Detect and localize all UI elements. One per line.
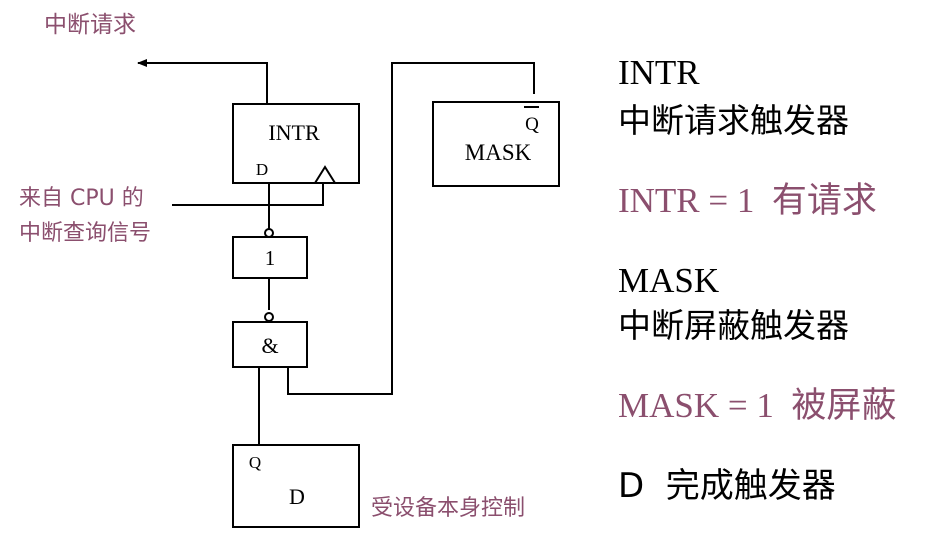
intr-output-wire [137, 59, 268, 104]
not-gate-symbol: 1 [265, 246, 276, 270]
interrupt-request-label: 中断请求 [44, 12, 136, 38]
done-label: D [289, 484, 305, 509]
done-flipflop: Q D [232, 444, 360, 528]
mask-q-pin: Q [525, 114, 539, 135]
intr-d-pin: D [256, 160, 268, 179]
intr-box [232, 103, 360, 184]
legend-mask-value: MASK = 1 被屏蔽 [618, 386, 896, 425]
and-gate-symbol: & [261, 333, 278, 358]
done-q-pin: Q [249, 453, 261, 472]
cpu-query-label-line1: 来自 CPU 的 [19, 186, 144, 211]
and-gate-box [232, 321, 308, 368]
mask-flipflop: Q MASK [432, 101, 560, 187]
device-control-label: 受设备本身控制 [371, 496, 525, 521]
wires [137, 59, 535, 445]
intr-flipflop: INTR D [232, 103, 360, 184]
legend-done-line: D 完成触发器 [618, 466, 836, 506]
and-gate: & [232, 312, 308, 368]
mask-label: MASK [465, 140, 532, 165]
legend-intr-value: INTR = 1 有请求 [618, 181, 877, 220]
intr-clock-triangle [314, 165, 336, 184]
intr-label: INTR [268, 120, 320, 145]
not-gate-bubble [264, 228, 274, 238]
not-gate-box [232, 236, 308, 279]
cpu-query-wire [172, 183, 324, 206]
and-gate-bubble [264, 312, 274, 322]
legend-mask-desc: 中断屏蔽触发器 [618, 306, 849, 345]
legend: INTR 中断请求触发器 INTR = 1 有请求 MASK 中断屏蔽触发器 M… [618, 53, 896, 506]
mask-box [432, 101, 560, 187]
cpu-query-label-line2: 中断查询信号 [19, 221, 151, 246]
legend-intr-desc: 中断请求触发器 [618, 101, 849, 140]
mask-to-and-wire [287, 62, 535, 395]
done-box [232, 444, 360, 528]
diagram-annotations: 中断请求 来自 CPU 的 中断查询信号 受设备本身控制 [19, 12, 525, 521]
legend-mask-title: MASK [618, 261, 719, 300]
legend-intr-title: INTR [618, 53, 700, 92]
not-gate: 1 [232, 228, 308, 279]
